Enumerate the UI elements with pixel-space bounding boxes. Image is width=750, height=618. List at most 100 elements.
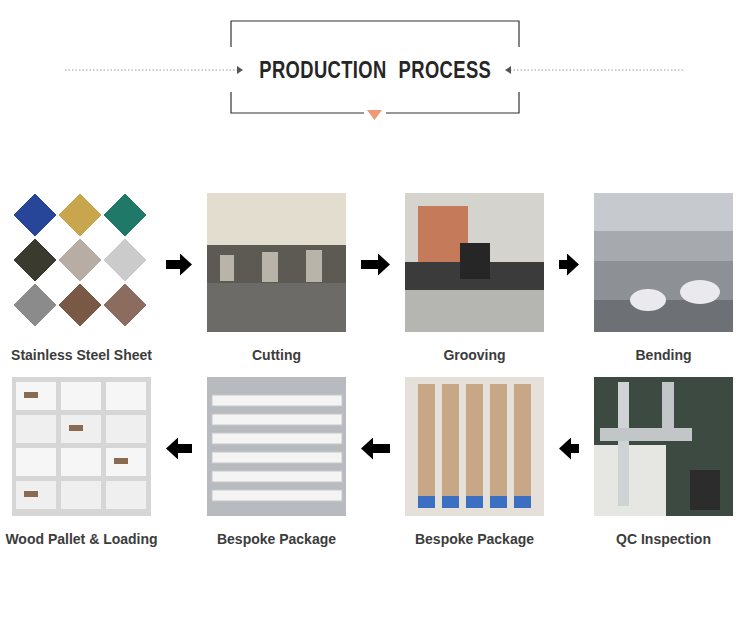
- wrapped-tube: [418, 384, 435, 496]
- carton: [106, 415, 146, 443]
- photo-ground: [207, 377, 346, 516]
- wrapped-tube: [466, 384, 483, 496]
- bending-photo: [594, 193, 733, 332]
- bracket-bottom-left: [231, 92, 364, 113]
- wrapped-tube: [514, 384, 531, 496]
- process-step: Bending: [594, 193, 733, 332]
- photo-ground: [594, 193, 733, 332]
- gloved-hand: [680, 280, 720, 304]
- process-step: QC Inspection: [594, 377, 733, 516]
- bracket-bottom-right: [386, 92, 519, 113]
- carton-label: [69, 425, 83, 431]
- carton: [61, 382, 101, 410]
- photo-ground: [12, 377, 151, 516]
- photo-ground: [207, 193, 346, 332]
- step-caption: Wood Pallet & Loading: [5, 530, 157, 548]
- step-caption: Cutting: [252, 346, 301, 364]
- groove-tool: [460, 243, 490, 279]
- photo-ground: [594, 377, 733, 516]
- carton: [16, 481, 56, 509]
- photo-ground: [405, 193, 544, 332]
- carton: [106, 481, 146, 509]
- photo-ground: [405, 377, 544, 516]
- step-caption: QC Inspection: [616, 530, 711, 548]
- tube-cap: [418, 496, 435, 508]
- white-profile: [212, 414, 342, 425]
- dotted-rule: [65, 70, 238, 71]
- sheet-swatch: [103, 193, 147, 237]
- step-caption: Bespoke Package: [415, 530, 534, 548]
- flow-arrow: [166, 260, 180, 269]
- machine-beam: [207, 193, 346, 245]
- white-profile: [212, 395, 342, 406]
- step-caption: Bending: [636, 346, 692, 364]
- tube-cap: [466, 496, 483, 508]
- step-caption: Grooving: [443, 346, 505, 364]
- profiles-photo: [207, 377, 346, 516]
- cutting-photo: [207, 193, 346, 332]
- sheet-swatch: [13, 238, 57, 282]
- title-bracket: [231, 21, 519, 113]
- machine-bed: [405, 290, 544, 332]
- carton: [106, 382, 146, 410]
- sheet-swatch: [58, 283, 102, 327]
- carton: [61, 448, 101, 476]
- diagram-title: PRODUCTION PROCESS: [259, 56, 491, 84]
- wrapped-tube: [442, 384, 459, 496]
- step-caption: Bespoke Package: [217, 530, 336, 548]
- orange-triangle: [367, 110, 382, 120]
- tube-cap: [442, 496, 459, 508]
- sheet-swatches: [13, 193, 147, 327]
- process-step: Cutting: [207, 193, 346, 332]
- flow-arrow: [373, 444, 390, 453]
- gloved-hand: [630, 289, 666, 311]
- sheet-swatch: [13, 193, 57, 237]
- rule-arrowhead: [237, 66, 243, 74]
- process-step: Bespoke Package: [207, 377, 346, 516]
- process-step: Stainless Steel Sheet: [12, 193, 151, 332]
- rule-arrowhead: [505, 66, 511, 74]
- machine-bed: [207, 283, 346, 332]
- white-profile: [212, 433, 342, 444]
- white-profile: [212, 452, 342, 463]
- pallet-photo: [12, 377, 151, 516]
- machine-foot: [220, 255, 234, 281]
- sheet-swatch: [13, 283, 57, 327]
- white-profile: [212, 471, 342, 482]
- bracket-top: [231, 21, 519, 47]
- wrapped-tube: [490, 384, 507, 496]
- tube-cap: [514, 496, 531, 508]
- sheet-swatch: [103, 283, 147, 327]
- carton: [16, 448, 56, 476]
- sheet-swatch: [58, 238, 102, 282]
- sheet-swatch: [103, 238, 147, 282]
- carton: [16, 415, 56, 443]
- process-step: Wood Pallet & Loading: [12, 377, 151, 516]
- white-profile: [594, 445, 666, 516]
- machine-foot: [262, 252, 278, 282]
- process-step: Bespoke Package: [405, 377, 544, 516]
- carton-label: [24, 491, 38, 497]
- carton: [106, 448, 146, 476]
- flow-arrow: [571, 444, 579, 453]
- sheet-swatch: [58, 193, 102, 237]
- dotted-rule: [510, 70, 685, 71]
- flow-arrow: [559, 260, 567, 269]
- tube-cap: [490, 496, 507, 508]
- carton: [61, 481, 101, 509]
- caliper-jaw: [662, 382, 674, 440]
- carton: [61, 415, 101, 443]
- machine-foot: [306, 250, 322, 282]
- profile-section: [690, 470, 720, 510]
- grooving-photo: [405, 193, 544, 332]
- carton-label: [24, 392, 38, 398]
- rolls-photo: [405, 377, 544, 516]
- qc-photo: [594, 377, 733, 516]
- flow-arrow: [178, 444, 192, 453]
- process-step: Grooving: [405, 193, 544, 332]
- caliper-jaw: [600, 428, 692, 441]
- press-brake-top: [594, 193, 733, 231]
